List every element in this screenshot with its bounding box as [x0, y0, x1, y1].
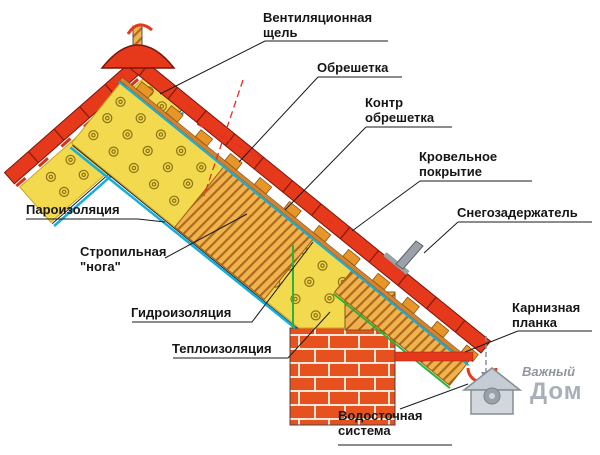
waterproofing-membrane [118, 80, 470, 366]
leader-lines [26, 40, 592, 446]
brick-wall [289, 327, 396, 426]
vapor-barrier-membrane [69, 146, 296, 329]
label-thermal-insulation: Теплоизоляция [172, 341, 272, 356]
ridge-cap-curl [126, 23, 153, 35]
logo-brand-bottom: Дом [530, 378, 583, 405]
logo-house-icon [461, 367, 523, 415]
label-lathing: Обрешетка [317, 60, 389, 75]
lathing-battens [135, 81, 479, 363]
label-rafter-leg: Стропильная "нога" [80, 244, 167, 274]
snow-guard-icon [395, 240, 424, 270]
label-counter-lathing: Контр обрешетка [365, 95, 435, 125]
label-roof-covering: Кровельное покрытие [419, 149, 498, 179]
inner-ceiling-line [72, 144, 298, 329]
label-waterproofing: Гидроизоляция [131, 305, 232, 320]
tile-separators [138, 63, 466, 333]
eaves-strip-board [394, 351, 474, 362]
label-eaves-strip: Карнизная планка [512, 300, 581, 330]
label-snow-guard: Снегозадержатель [457, 205, 578, 220]
ridge-cap [100, 44, 176, 69]
section-cut-lines [196, 79, 267, 197]
label-drainage-system: Водосточная система [338, 408, 423, 438]
logo-brand-top: Важный [522, 364, 576, 379]
eaves-green-membrane [332, 292, 451, 389]
label-vapor-barrier: Пароизоляция [26, 202, 120, 217]
label-ventilation-gap: Вентиляционная щель [263, 10, 373, 40]
